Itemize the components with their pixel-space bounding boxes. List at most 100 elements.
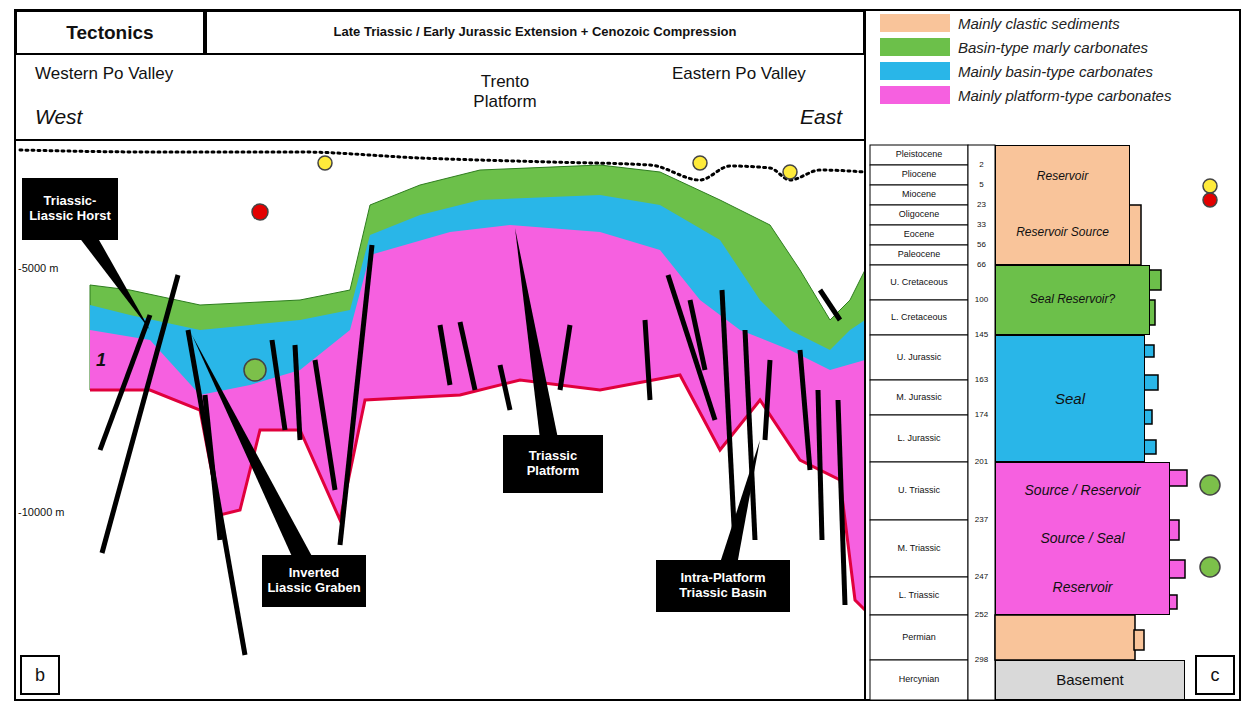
- fault-line: [460, 322, 475, 390]
- node-text: Source / Seal: [1040, 530, 1124, 546]
- age-cell: [870, 165, 968, 185]
- panel-frame: [865, 10, 1240, 700]
- age-name: M. Jurassic: [870, 392, 968, 403]
- node-text: Reservoir Source: [1016, 226, 1109, 240]
- section-label: 1: [96, 350, 106, 372]
- fault-line: [838, 400, 845, 605]
- header-cell: Tectonics: [15, 10, 205, 55]
- node-text: Triassic-Liassic Horst: [27, 194, 113, 224]
- legend-text: Basin-type marly carbonates: [958, 39, 1148, 56]
- callout-box: Triassic Platform: [503, 435, 603, 493]
- age-cell: [870, 205, 968, 225]
- legend-row: Mainly basin-type carbonates: [880, 62, 1153, 80]
- fault-line: [818, 390, 822, 540]
- marly-carbonate-layer: [90, 165, 865, 610]
- age-cell: [870, 380, 968, 415]
- fault-line: [690, 300, 705, 370]
- node-text: Intra-Platform Triassic Basin: [661, 571, 785, 601]
- legend-swatch: [880, 86, 950, 104]
- age-name: U. Triassic: [870, 485, 968, 496]
- panel-frame: [15, 10, 865, 700]
- legend-row: Mainly clastic sediments: [880, 14, 1120, 32]
- age-cell: [870, 145, 968, 165]
- lithology-block: ReservoirReservoir Source: [995, 145, 1130, 265]
- node-text: Seal: [1055, 390, 1085, 407]
- hydrocarbon-symbol: [318, 156, 332, 170]
- fault-line: [340, 245, 372, 545]
- age-cell: [870, 300, 968, 335]
- age-name: Eocene: [870, 229, 968, 240]
- callout-box: Intra-Platform Triassic Basin: [656, 560, 790, 612]
- callout-box: Inverted Liassic Graben: [262, 555, 366, 607]
- age-name: L. Jurassic: [870, 433, 968, 444]
- section-label: -5000 m: [18, 262, 58, 275]
- lithology-block: Source / ReservoirSource / SealReservoir: [995, 462, 1170, 615]
- hydrocarbon-symbol: [1203, 179, 1217, 193]
- age-number: 298: [971, 655, 992, 665]
- node-text: Source / Reservoir: [1025, 482, 1141, 498]
- legend-text: Mainly platform-type carbonates: [958, 87, 1171, 104]
- age-number: 145: [971, 330, 992, 340]
- lithology-step: [1149, 270, 1161, 290]
- age-number: 66: [971, 260, 992, 270]
- node-text: b: [35, 665, 45, 686]
- hydrocarbon-symbol: [244, 359, 266, 381]
- callout-pointers: [62, 203, 760, 588]
- fault-line: [765, 360, 770, 440]
- fault-line: [645, 320, 650, 400]
- hydrocarbon-symbol: [252, 204, 268, 220]
- node-text: c: [1211, 665, 1220, 686]
- fault-line: [722, 290, 735, 545]
- lithology-step: [1144, 345, 1154, 357]
- callout-pointer: [515, 228, 563, 466]
- fault-line: [205, 395, 220, 540]
- age-name: U. Cretaceous: [870, 277, 968, 288]
- section-label: -10000 m: [18, 506, 64, 519]
- fault-line: [800, 350, 810, 470]
- node-text: Late Triassic / Early Jurassic Extension…: [334, 25, 737, 40]
- section-label: West: [35, 104, 82, 129]
- age-name: Oligocene: [870, 209, 968, 220]
- age-cell: [870, 615, 968, 660]
- lithology-step: [1144, 440, 1156, 454]
- fault-line: [295, 345, 300, 440]
- lithology-step: [1144, 375, 1158, 390]
- legend-text: Mainly basin-type carbonates: [958, 63, 1153, 80]
- lithology-step: [1169, 470, 1187, 486]
- fault-line: [188, 330, 245, 655]
- age-number-column: [968, 145, 995, 700]
- basin-carbonate-layer: [90, 195, 865, 610]
- age-cell: [870, 462, 968, 520]
- age-number: 237: [971, 515, 992, 525]
- node-text: Triassic Platform: [508, 449, 598, 479]
- legend-text: Mainly clastic sediments: [958, 15, 1120, 32]
- legend-row: Basin-type marly carbonates: [880, 38, 1148, 56]
- callout-box: Triassic-Liassic Horst: [22, 178, 118, 240]
- legend-row: Mainly platform-type carbonates: [880, 86, 1171, 104]
- panel-letter-box: b: [20, 655, 60, 695]
- legend-swatch: [880, 62, 950, 80]
- lithology-step: [1134, 630, 1144, 650]
- age-cell: [870, 660, 968, 700]
- platform-carbonate-layer: [90, 225, 865, 610]
- legend-swatch: [880, 38, 950, 56]
- node-text: Tectonics: [66, 22, 153, 44]
- age-number: 5: [971, 180, 992, 190]
- fault-line: [668, 275, 715, 420]
- node-text: Reservoir: [1053, 579, 1113, 595]
- legend-swatch: [880, 14, 950, 32]
- callout-pointer: [192, 335, 323, 585]
- age-name: Paleocene: [870, 249, 968, 260]
- hydrocarbon-symbol: [1203, 193, 1217, 207]
- panel-letter-box: c: [1195, 655, 1235, 695]
- fault-line: [560, 325, 570, 390]
- lithology-step: [1169, 520, 1179, 540]
- age-number: 201: [971, 457, 992, 467]
- age-cell: [870, 225, 968, 245]
- age-number: 56: [971, 240, 992, 250]
- node-text: Inverted Liassic Graben: [267, 566, 361, 596]
- hydrocarbon-symbol: [693, 156, 707, 170]
- hydrocarbon-symbol: [783, 165, 797, 179]
- node-text: Seal Reservoir?: [1030, 293, 1115, 307]
